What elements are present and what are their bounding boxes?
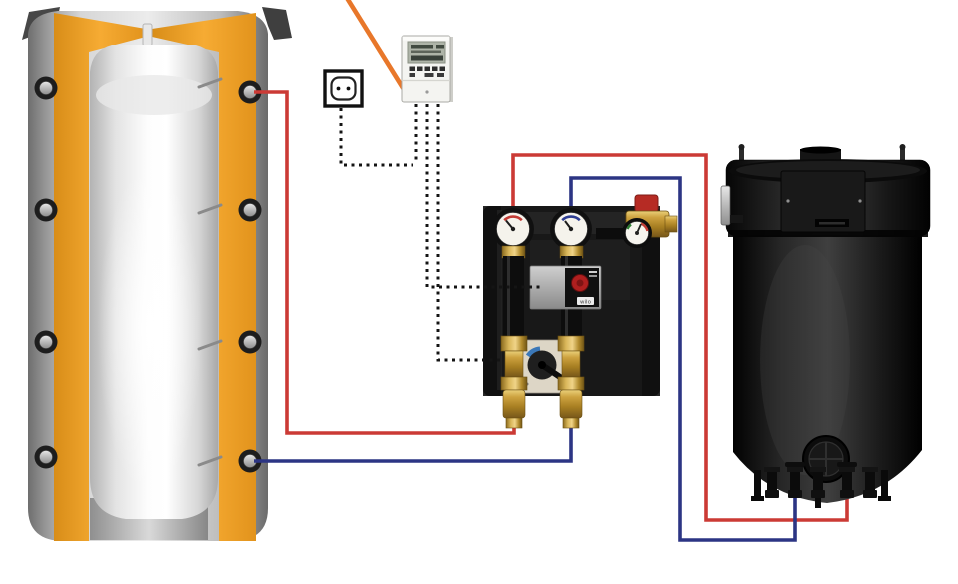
wiring-controller-to-mixing-valve (436, 104, 502, 362)
controller-top-edge (402, 36, 450, 41)
return-thermometer (550, 208, 592, 250)
return-ball-valve (557, 335, 585, 429)
controller-buttons (409, 66, 445, 77)
gauge-arm (596, 228, 628, 239)
tank-insulation-right (152, 13, 256, 541)
pump-knob-center (576, 279, 584, 287)
mixing-valve-blue-scale (525, 346, 541, 358)
tank-port (34, 198, 58, 222)
wiring-socket-to-controller (339, 108, 413, 167)
return-pipe-tank-to-pump (254, 424, 573, 463)
tank-insulation-left (54, 13, 146, 541)
pipe-stub (764, 467, 780, 498)
sensor-cable-orange (345, 0, 413, 102)
pump-brand-label: wilo (580, 300, 592, 306)
tank-sensor-probes (197, 77, 223, 467)
tank-port-flow (238, 80, 262, 104)
pump-housing-shade-right (642, 206, 660, 396)
tank-top-cap-right (262, 7, 292, 40)
pump-brand-plate (577, 297, 594, 305)
safety-valve-outlet (664, 215, 678, 233)
lid-bottom-edge (728, 230, 928, 237)
riser-highlight (507, 256, 510, 348)
hot-flow-pipe-tank-to-pump (254, 90, 516, 435)
control-wiring (339, 104, 544, 362)
lid-slot-inner (819, 222, 845, 225)
tank-port (34, 445, 58, 469)
tank-glow (98, 165, 202, 495)
mixing-valve (520, 339, 566, 394)
boiler (720, 144, 931, 508)
panel-mark (589, 271, 597, 273)
pump-motor-box: wilo (529, 265, 602, 310)
buffer-tank (22, 7, 292, 541)
boiler-body (733, 232, 922, 503)
controller-screw (425, 90, 429, 94)
socket-pin-hole (336, 86, 341, 91)
pipe-stub-return (785, 462, 805, 498)
socket-face (330, 76, 357, 101)
pin-cap (899, 144, 906, 150)
wiring-controller-to-pump (425, 104, 544, 289)
leg-foot (751, 496, 764, 501)
controller (401, 35, 453, 103)
tank-top-stub (142, 23, 153, 47)
panel-mark (589, 275, 597, 277)
flow-riser-pipe (503, 256, 524, 348)
boiler-lid (720, 159, 931, 237)
boiler-leg (881, 470, 888, 496)
flow-thermometer (492, 208, 534, 250)
boiler-leg (754, 470, 761, 496)
return-pipe-pump-to-boiler (569, 176, 797, 542)
boiler-pin-left (739, 147, 744, 162)
tank-port (238, 198, 262, 222)
mixing-valve-handle (539, 362, 566, 382)
controller-lcd-segments (411, 45, 444, 61)
blue-scale-arc (561, 215, 581, 222)
boiler-body-sheen (760, 245, 850, 475)
socket-pin-hole (346, 86, 351, 91)
pump-housing-shade-left (483, 206, 501, 396)
knob-center (538, 361, 546, 369)
red-scale-arc (503, 215, 523, 222)
boiler-bottom-fittings (751, 462, 891, 508)
handle-bracket (730, 215, 743, 223)
piping (254, 90, 849, 542)
pipe-stub (810, 467, 826, 508)
pin-cap (738, 144, 745, 150)
pipe-stub (862, 467, 878, 498)
hot-flow-pipe-pump-to-boiler (511, 153, 849, 522)
pump-group: wilo (483, 194, 678, 429)
tank-port-return (238, 449, 262, 473)
tank-port (34, 330, 58, 354)
lid-front-panel (780, 170, 866, 233)
leg-foot (878, 496, 891, 501)
panel-screw (858, 199, 862, 203)
boiler-handle (720, 185, 731, 226)
power-socket-icon (323, 69, 364, 108)
tank-ports (34, 76, 262, 473)
pump-housing-highlight (497, 210, 502, 390)
pressure-gauge (622, 218, 652, 248)
safety-valve-cap (634, 194, 659, 213)
tank-port (34, 76, 58, 100)
flow-ball-valve (500, 335, 528, 429)
boiler-pin-right (900, 147, 905, 162)
panel-screw (786, 199, 790, 203)
pipe-stub-flow (837, 462, 857, 498)
tank-dome-shade (96, 75, 212, 115)
tank-port (238, 330, 262, 354)
